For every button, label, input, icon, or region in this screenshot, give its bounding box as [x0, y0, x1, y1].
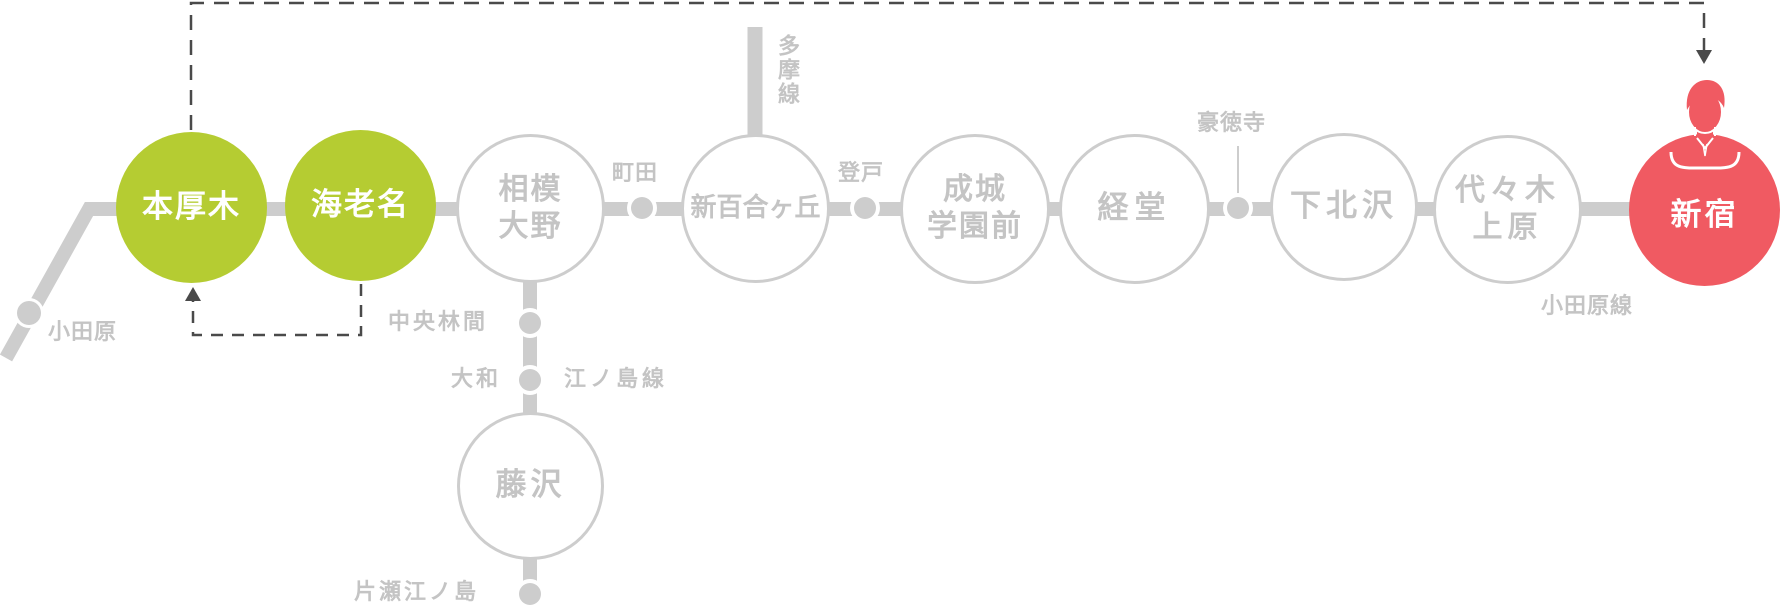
person-icon	[1669, 80, 1741, 170]
yamato-dot-fill	[519, 369, 541, 391]
station-label-shinjuku: 新宿	[1670, 197, 1739, 234]
station-seijo-gakuen-mae[interactable]: 成城 学園前	[900, 134, 1050, 284]
arrow-up-icon	[185, 287, 201, 301]
label-odawara: 小田原	[48, 320, 118, 345]
odawara-dot-fill	[17, 301, 41, 325]
station-label-fujisawa: 藤沢	[495, 467, 566, 504]
station-label-shimokitazawa: 下北沢	[1290, 188, 1398, 225]
chuo-rinkan-dot-fill	[519, 312, 541, 334]
station-label-yoyogi-uehara: 代々木 上原	[1455, 172, 1560, 245]
noborito-dot-fill	[854, 197, 876, 219]
label-odawara-line: 小田原線	[1541, 294, 1634, 319]
label-noborito: 登戸	[838, 161, 885, 186]
label-enoshima-line: 江ノ島線	[564, 367, 669, 392]
label-machida: 町田	[612, 161, 659, 186]
station-shimokitazawa[interactable]: 下北沢	[1270, 133, 1418, 281]
label-gotokuji: 豪徳寺	[1197, 111, 1267, 136]
katase-enoshima-dot-fill	[519, 583, 541, 605]
station-label-seijo-gakuen-mae: 成城 学園前	[927, 172, 1023, 244]
label-chuo-rinkan: 中央林間	[388, 310, 489, 335]
station-shin-yurigaoka[interactable]: 新百合ヶ丘	[681, 134, 830, 283]
station-hon-atsugi[interactable]: 本厚木	[116, 132, 267, 283]
label-katase-enoshima: 片瀬江ノ島	[354, 580, 480, 605]
route-arrow-ebina-to-hon-atsugi	[191, 284, 363, 337]
minor-station-dots	[14, 193, 1253, 609]
label-yamato: 大和	[451, 367, 502, 392]
route-arrow-to-shinjuku	[189, 1, 1706, 130]
machida-dot-fill	[631, 197, 653, 219]
station-sagami-ono[interactable]: 相模 大野	[456, 134, 605, 283]
station-label-hon-atsugi: 本厚木	[142, 188, 241, 225]
station-label-sagami-ono: 相模 大野	[498, 171, 563, 244]
station-label-shin-yurigaoka: 新百合ヶ丘	[690, 192, 821, 223]
station-fujisawa[interactable]: 藤沢	[457, 412, 604, 560]
station-label-ebina: 海老名	[311, 186, 410, 223]
station-ebina[interactable]: 海老名	[285, 130, 436, 281]
gotokuji-dot-fill	[1227, 197, 1249, 219]
station-label-kyodo: 経堂	[1097, 190, 1172, 227]
arrow-down-icon	[1696, 50, 1712, 64]
station-yoyogi-uehara[interactable]: 代々木 上原	[1433, 135, 1582, 284]
label-tama-line: 多摩線	[774, 34, 799, 106]
station-kyodo[interactable]: 経堂	[1059, 134, 1210, 284]
